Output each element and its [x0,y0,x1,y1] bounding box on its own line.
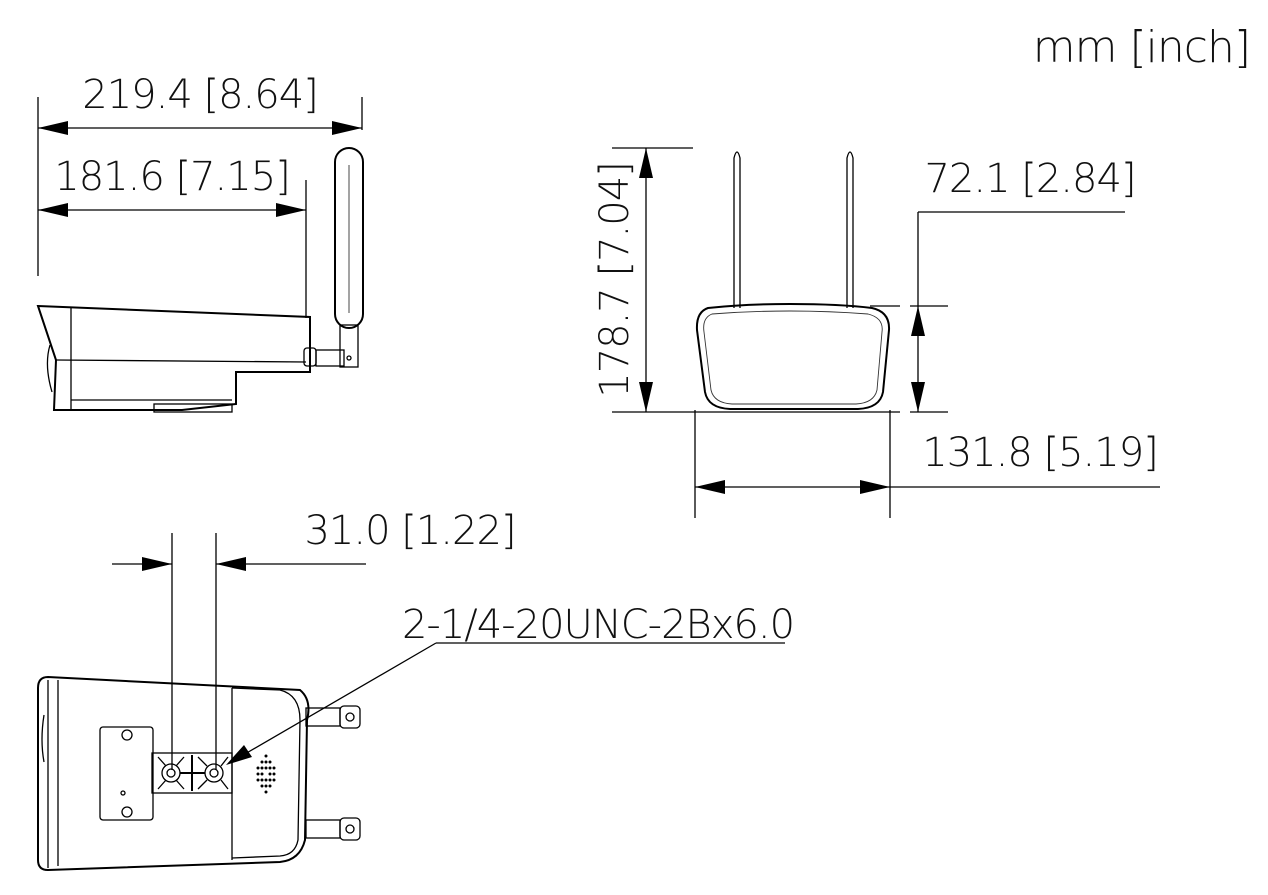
arrow-left-icon [695,480,725,494]
hole-spacing-label: 31.0 [1.22] [304,508,515,554]
overall-height-label: 178.7 [7.04] [592,162,638,398]
arrow-left-icon [38,121,68,135]
bottom-view: 31.0 [1.22] 2-1/4-20UNC-2Bx6.0 [37,508,795,872]
front-view: 178.7 [7.04] 72.1 [2.84] 131.8 [5.19] [592,147,1160,518]
arrow-left-icon [38,203,68,217]
antenna-connector-top [305,705,361,729]
speaker-grille-icon [256,754,276,794]
arrow-right-icon [860,480,890,494]
arrow-up-icon [911,306,925,336]
units-label: mm [inch] [1033,22,1250,73]
arrow-down-icon [911,382,925,412]
body-width-label: 131.8 [5.19] [922,430,1158,476]
antenna-right [846,151,854,308]
thread-spec-label: 2-1/4-20UNC-2Bx6.0 [402,602,794,648]
antenna-side [334,147,364,329]
overall-length-label: 219.4 [8.64] [82,72,318,118]
arrow-right-icon [332,121,362,135]
camera-body-front [695,302,891,410]
leader-arrow-icon [226,745,252,765]
camera-body-bottom [37,675,310,872]
leader-line [237,642,437,759]
camera-body-side [36,304,311,411]
antenna-connector-bottom [305,817,361,841]
antenna-left [733,151,741,308]
arrow-left-icon [216,557,246,571]
body-height-label: 72.1 [2.84] [924,156,1135,202]
arrow-down-icon [639,382,653,412]
side-view: 219.4 [8.64] 181.6 [7.15] [36,72,364,413]
access-plate [99,726,154,821]
arrow-up-icon [639,148,653,178]
body-length-label: 181.6 [7.15] [54,154,290,200]
mount-block [151,752,233,794]
arrow-right-icon [142,557,172,571]
arrow-right-icon [276,203,306,217]
